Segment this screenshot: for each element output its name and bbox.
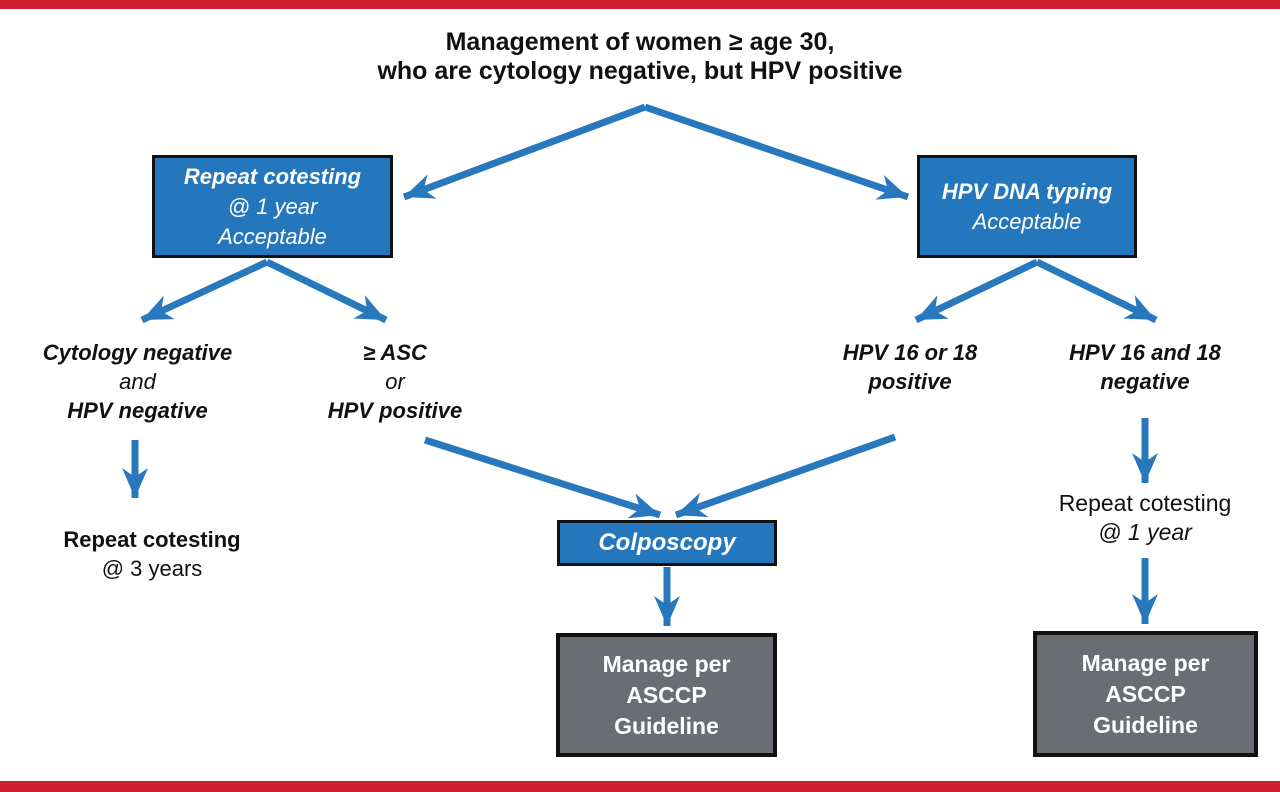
node-cytology-negative-line1: Cytology negative	[42, 340, 233, 365]
node-repeat-cotesting-3-years: Repeat cotesting @ 3 years	[32, 525, 272, 583]
node-repeat-cotesting-3-years-line1: Repeat cotesting	[63, 527, 241, 552]
node-hpv-16-or-18-positive-line1: HPV 16 or 18	[842, 340, 978, 365]
top-red-bar	[0, 0, 1280, 9]
node-asc-or-hpv-positive-line2: or	[385, 369, 405, 394]
node-repeat-cotesting-box: Repeat cotesting @ 1 year Acceptable	[152, 155, 393, 258]
node-hpv-dna-typing-box: HPV DNA typing Acceptable	[917, 155, 1137, 258]
node-colposcopy-box: Colposcopy	[557, 520, 777, 566]
node-manage-asccp-center-line1: Manage per	[602, 650, 731, 677]
node-asc-or-hpv-positive-line3: HPV positive	[327, 398, 463, 423]
node-repeat-cotesting-1-year-line1: Repeat cotesting	[1058, 490, 1232, 516]
node-manage-asccp-center-line3: Guideline	[614, 712, 719, 739]
node-asc-or-hpv-positive: ≥ ASC or HPV positive	[275, 338, 515, 425]
node-manage-asccp-center: Manage per ASCCP Guideline	[556, 633, 777, 757]
node-hpv-dna-typing-box-line2: Acceptable	[972, 208, 1082, 234]
node-manage-asccp-right-line2: ASCCP	[1105, 680, 1186, 707]
node-hpv-16-and-18-negative-line1: HPV 16 and 18	[1069, 340, 1221, 365]
arrow-typing-box-to-hpv-16-and-18-negative	[1035, 258, 1158, 324]
arrow-title-to-hpv-dna-typing-box	[643, 103, 910, 201]
node-manage-asccp-right-line3: Guideline	[1093, 711, 1198, 738]
node-hpv-16-and-18-negative: HPV 16 and 18 negative	[1032, 338, 1258, 396]
chart-title-line1: Management of women ≥ age 30,	[445, 28, 835, 56]
node-hpv-16-or-18-positive: HPV 16 or 18 positive	[800, 338, 1020, 396]
arrow-asc-to-colposcopy	[423, 436, 662, 519]
arrow-title-to-repeat-cotesting-box	[402, 103, 647, 201]
arrow-repeat-box-to-asc-or-hpv-positive	[265, 258, 388, 324]
node-repeat-cotesting-1-year: Repeat cotesting @ 1 year	[1032, 489, 1258, 547]
node-repeat-cotesting-1-year-line2: @ 1 year	[1098, 519, 1192, 545]
node-manage-asccp-right-line1: Manage per	[1081, 649, 1210, 676]
node-repeat-cotesting-3-years-line2: @ 3 years	[101, 556, 203, 581]
node-repeat-cotesting-box-line3: Acceptable	[218, 223, 327, 249]
node-repeat-cotesting-box-line2: @ 1 year	[227, 193, 318, 219]
node-manage-asccp-center-line2: ASCCP	[626, 681, 707, 708]
node-colposcopy-label: Colposcopy	[598, 529, 736, 556]
node-repeat-cotesting-box-line1: Repeat cotesting	[183, 163, 362, 189]
node-hpv-16-and-18-negative-line2: negative	[1100, 369, 1190, 394]
arrow-hpv-16-or-18-to-colposcopy	[674, 433, 897, 519]
arrow-repeat-box-to-cytology-negative	[140, 258, 269, 324]
node-asc-or-hpv-positive-line1: ≥ ASC	[363, 340, 427, 365]
bottom-red-bar	[0, 781, 1280, 792]
arrow-typing-box-to-hpv-16-or-18-positive	[914, 258, 1039, 324]
node-manage-asccp-right: Manage per ASCCP Guideline	[1033, 631, 1258, 757]
node-hpv-16-or-18-positive-line2: positive	[868, 369, 952, 394]
chart-title-line2: who are cytology negative, but HPV posit…	[377, 57, 903, 85]
node-cytology-negative-line3: HPV negative	[67, 398, 208, 423]
node-cytology-negative: Cytology negative and HPV negative	[15, 338, 260, 425]
chart-title: Management of women ≥ age 30, who are cy…	[0, 28, 1280, 86]
node-hpv-dna-typing-box-line1: HPV DNA typing	[941, 178, 1113, 204]
node-cytology-negative-line2: and	[119, 369, 156, 394]
